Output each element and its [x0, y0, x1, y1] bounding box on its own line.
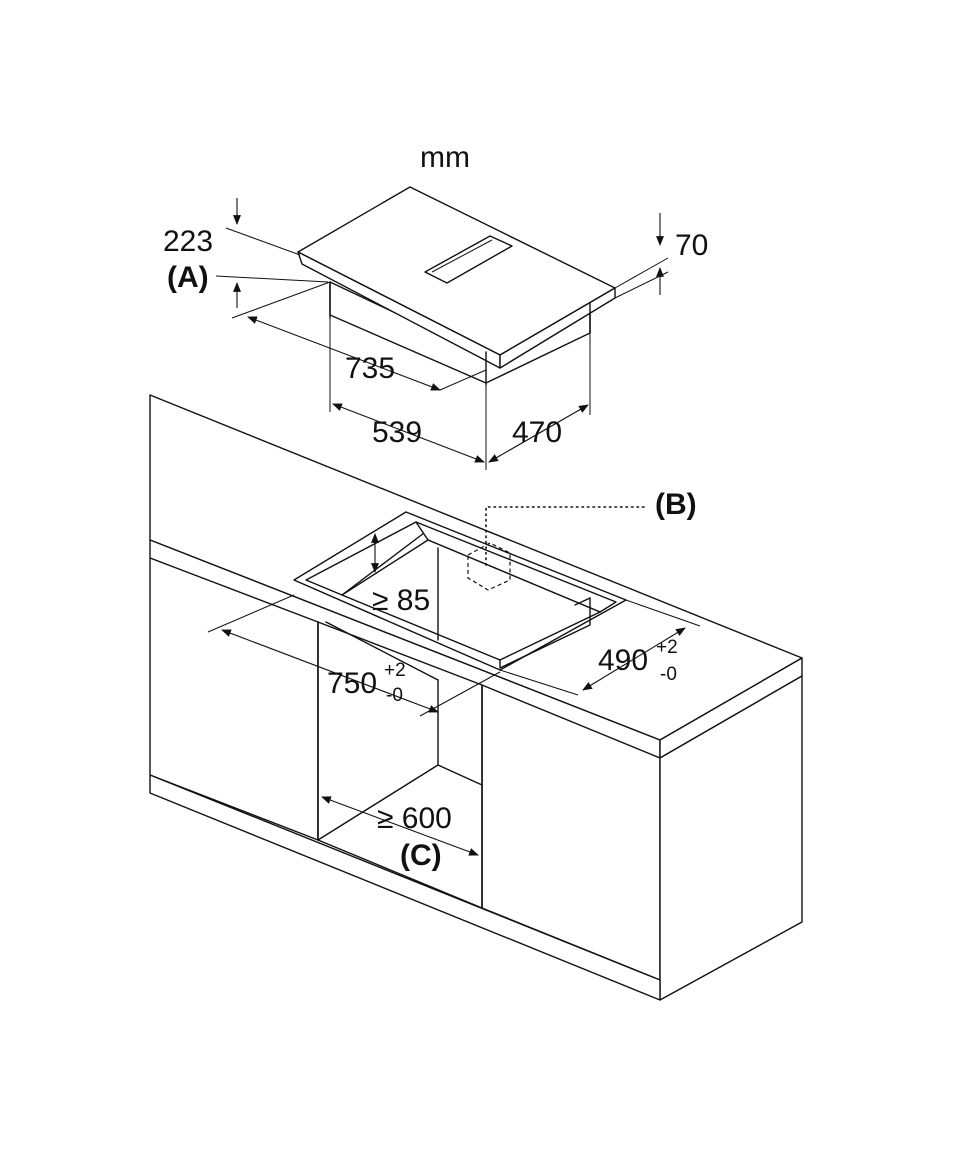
hob-appliance	[297, 186, 616, 386]
unit-label: mm	[420, 141, 470, 174]
downdraft-vent	[424, 235, 513, 284]
cutout-depth-label: 490	[598, 644, 648, 677]
width-dimension-label: 735	[345, 352, 395, 385]
body-depth-label: 539	[372, 416, 422, 449]
cutout-depth-tol-plus: +2	[656, 637, 678, 658]
cutout-width-tol-minus: -0	[386, 685, 403, 706]
cutout-floor	[341, 539, 601, 661]
cutout-width-label: 750	[327, 667, 377, 700]
height-dimension-label: 223	[163, 225, 213, 258]
total-depth-label: 470	[512, 416, 562, 449]
hob-dimensions	[215, 198, 669, 470]
cutout-dimensions	[207, 506, 701, 856]
min-clearance-label: ≥ 85	[372, 584, 430, 617]
cutout-width-tol-plus: +2	[384, 660, 406, 681]
label-a: (A)	[167, 261, 209, 294]
connection-box	[467, 542, 511, 591]
countertop-cabinet	[149, 394, 803, 1001]
plinth	[149, 774, 661, 1001]
min-cabinet-label: ≥ 600	[377, 802, 452, 835]
label-c: (C)	[400, 839, 442, 872]
label-b: (B)	[655, 488, 697, 521]
glass-thickness-label: 70	[675, 229, 708, 262]
cutout-depth-tol-minus: -0	[660, 664, 677, 685]
cabinet-side-panel	[659, 675, 803, 1001]
